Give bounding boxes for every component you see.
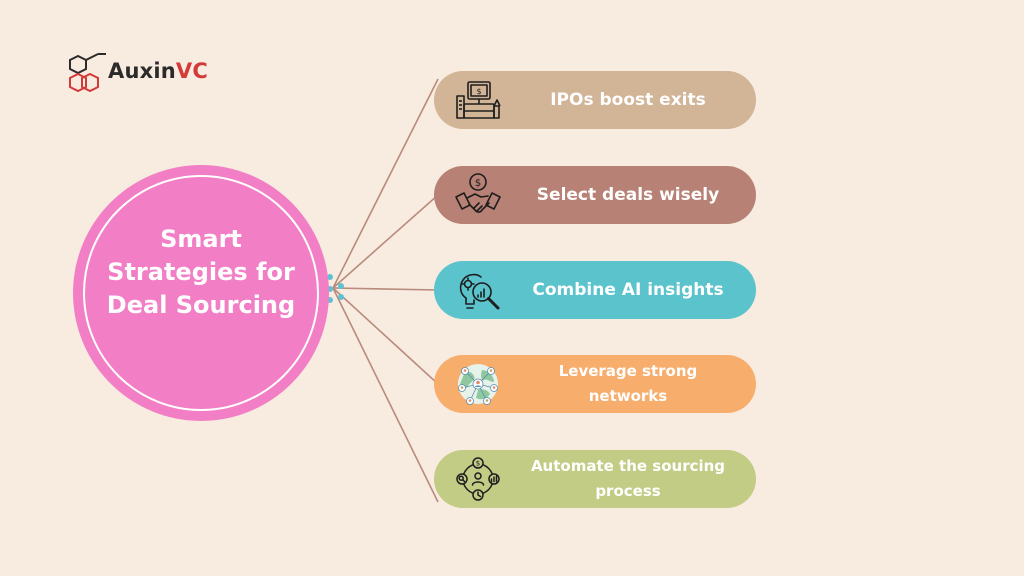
brand-name: AuxinVC	[108, 59, 208, 83]
hexagon-logo-icon	[69, 53, 106, 93]
connector-line	[332, 287, 439, 503]
central-topic-ring	[83, 175, 319, 411]
connector-line	[332, 287, 439, 385]
brand-logo: AuxinVC	[66, 50, 226, 100]
connector-line	[332, 194, 439, 289]
svg-text:$: $	[476, 460, 480, 468]
brand-name-part1: Auxin	[108, 59, 176, 83]
global-network-icon	[458, 364, 498, 405]
strategy-item-networks: Leverage strong networks	[434, 355, 756, 413]
connector-node-dot	[338, 294, 344, 300]
automation-cycle-icon: $	[456, 457, 500, 501]
handshake-money-icon: $	[455, 173, 501, 213]
strategy-item-ipos: $ IPOs boost exits	[434, 71, 756, 129]
strategy-item-ai-insights: Combine AI insights	[434, 261, 756, 319]
connector-line	[332, 78, 439, 289]
strategy-item-label: Automate the sourcing process	[530, 457, 726, 500]
strategy-item-label: Select deals wisely	[536, 185, 720, 205]
strategy-item-label: Combine AI insights	[532, 280, 724, 300]
strategy-item-label: Leverage strong networks	[558, 362, 698, 405]
svg-text:$: $	[476, 87, 481, 96]
brand-name-part2: VC	[175, 59, 208, 83]
connector-line	[332, 287, 439, 291]
connector-node-dot	[338, 283, 344, 289]
svg-text:$: $	[475, 178, 481, 189]
ai-lightbulb-magnifier-icon	[459, 273, 500, 310]
connector-node-dot	[327, 274, 333, 280]
cash-register-icon: $	[456, 81, 501, 119]
strategy-item-select-deals: $ Select deals wisely	[434, 166, 756, 224]
central-topic-title: Smart Strategies for Deal Sourcing	[106, 225, 296, 319]
strategy-item-label: IPOs boost exits	[550, 90, 706, 110]
central-topic-circle: Smart Strategies for Deal Sourcing	[73, 165, 329, 421]
strategy-item-automation: $ Automate the sourcing process	[434, 450, 756, 508]
